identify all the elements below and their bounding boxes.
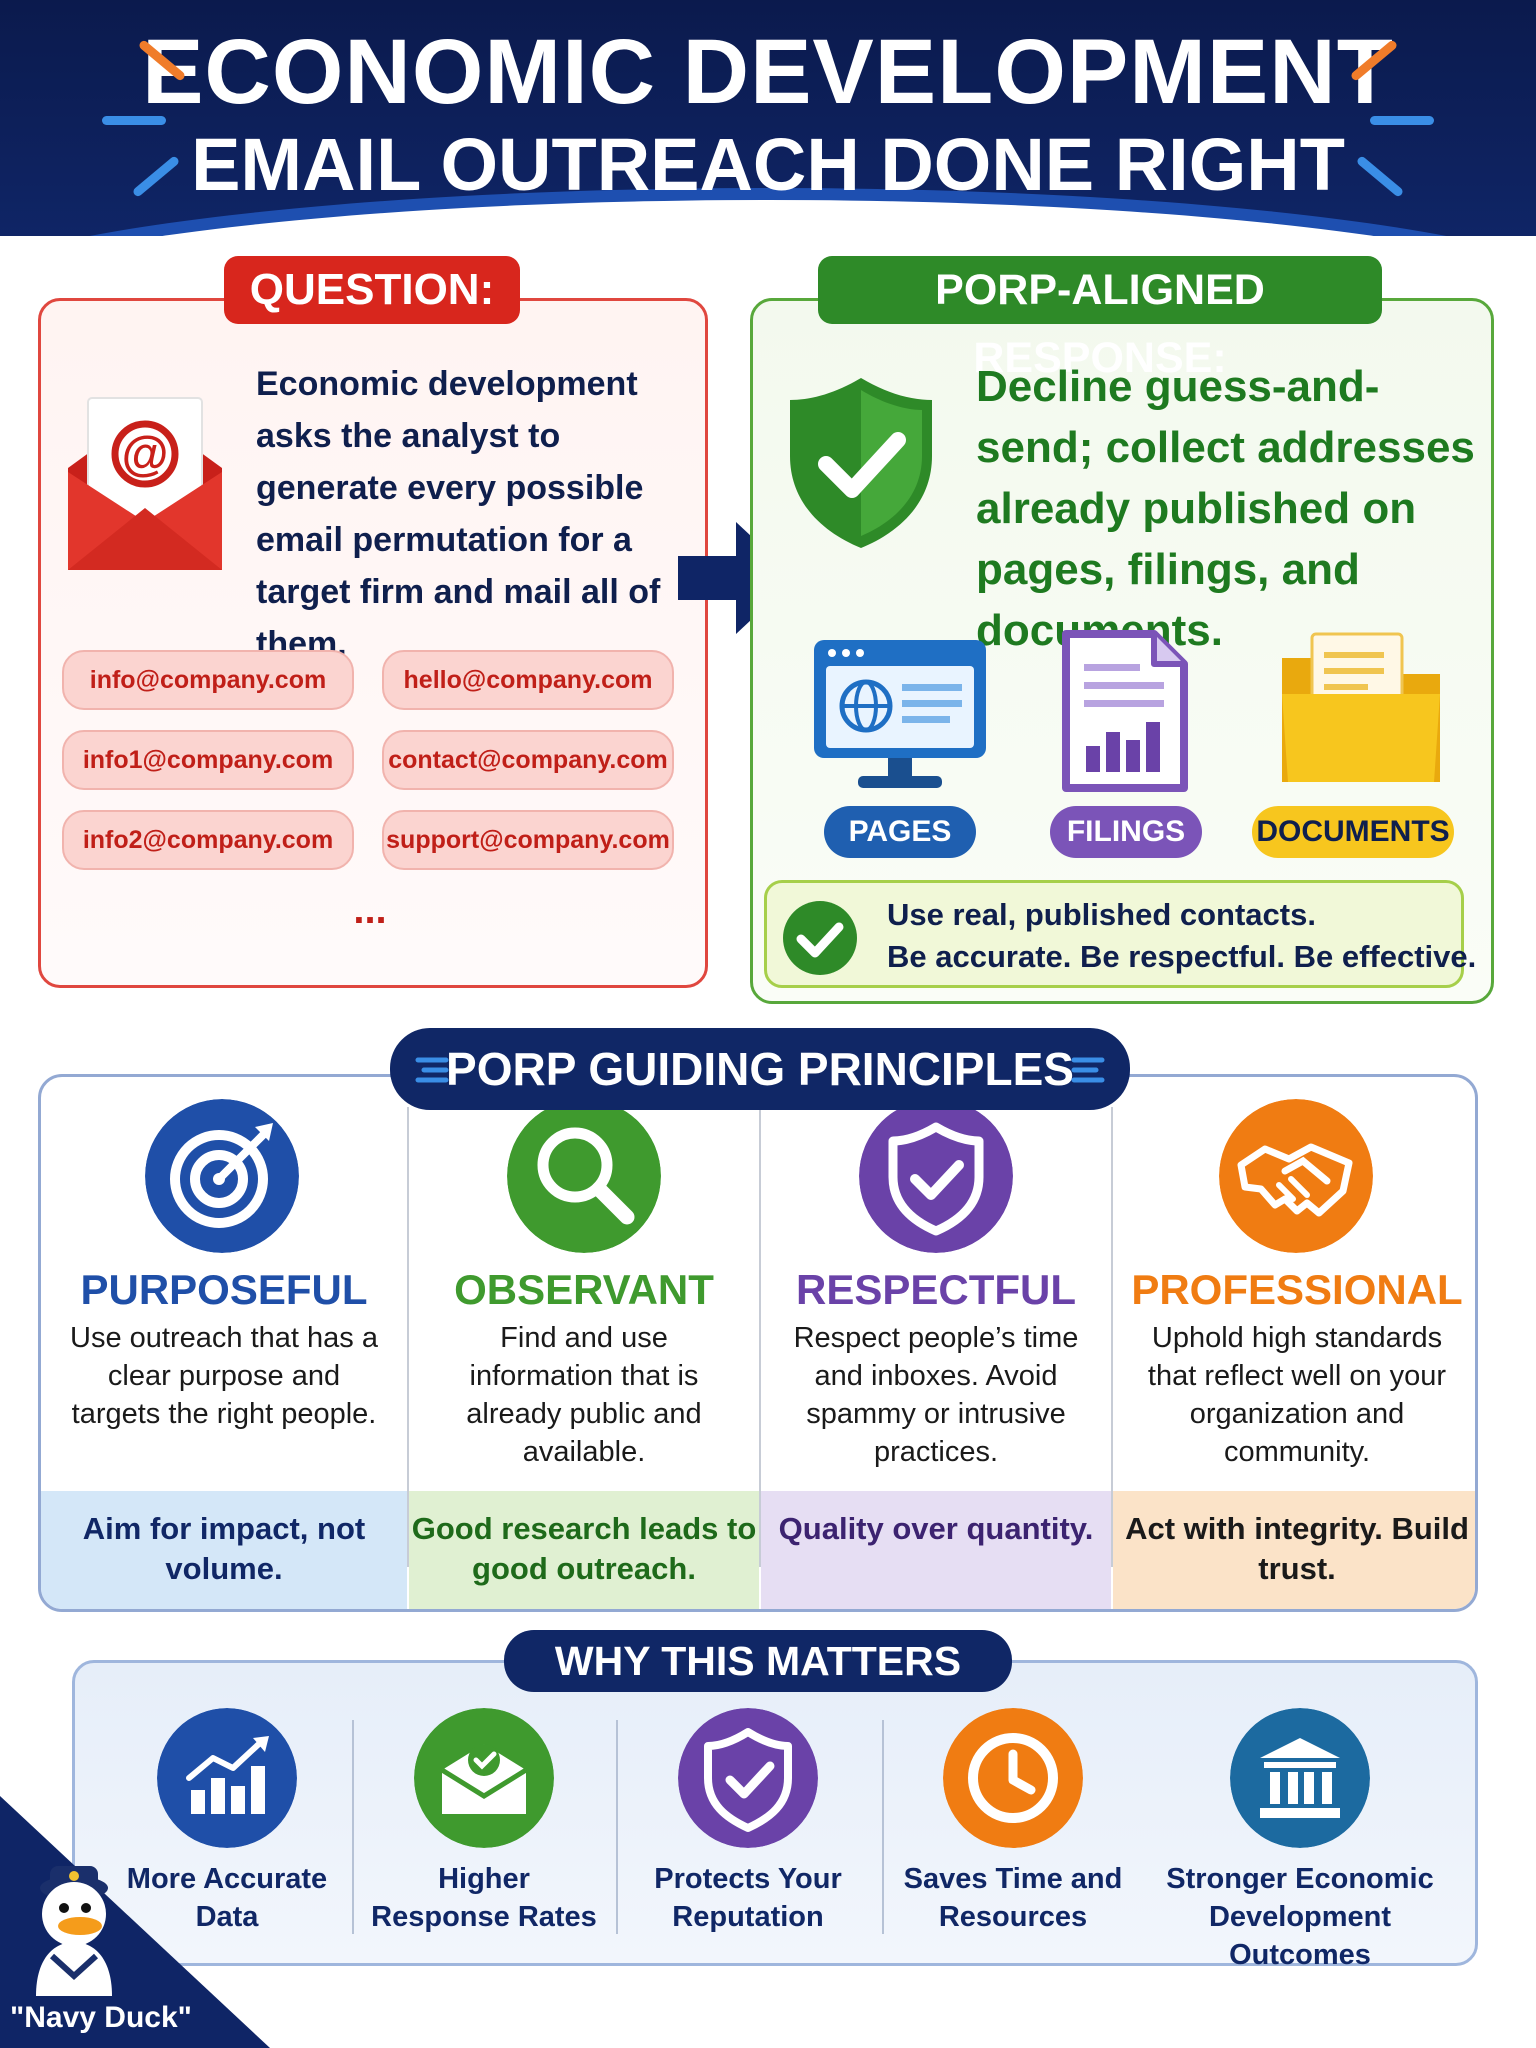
magnifier-icon bbox=[507, 1099, 661, 1253]
column-divider bbox=[1111, 1107, 1113, 1567]
shield-check-icon bbox=[678, 1708, 818, 1848]
header-banner: ECONOMIC DEVELOPMENT EMAIL OUTREACH DONE… bbox=[0, 0, 1536, 236]
principle-card-professional: PROFESSIONAL Uphold high standards that … bbox=[1113, 1077, 1475, 1609]
email-permutation-pill: hello@company.com bbox=[382, 650, 674, 710]
envelope-at-icon: @ bbox=[68, 397, 222, 570]
source-pill-documents: DOCUMENTS bbox=[1252, 806, 1454, 858]
principle-title: RESPECTFUL bbox=[795, 1266, 1076, 1313]
shield-check-icon bbox=[859, 1099, 1013, 1253]
spark-icon bbox=[1370, 116, 1434, 125]
page-title-line1: ECONOMIC DEVELOPMENT bbox=[142, 21, 1394, 123]
why-label: More Accurate Data bbox=[126, 1863, 328, 1933]
right-arrow-icon bbox=[678, 522, 796, 634]
principles-header: PORP GUIDING PRINCIPLES bbox=[390, 1028, 1130, 1110]
why-header: WHY THIS MATTERS bbox=[504, 1630, 1012, 1692]
principle-card-purposeful: PURPOSEFUL Use outreach that has a clear… bbox=[41, 1077, 407, 1609]
spark-icon bbox=[102, 116, 166, 125]
email-permutation-pill: contact@company.com bbox=[382, 730, 674, 790]
principle-desc: Respect people’s time and inboxes. Avoid… bbox=[793, 1322, 1079, 1468]
principle-desc: Use outreach that has a clear purpose an… bbox=[70, 1322, 378, 1430]
target-icon bbox=[145, 1099, 299, 1253]
svg-text:@: @ bbox=[122, 428, 169, 481]
folder-documents-icon bbox=[1282, 632, 1440, 782]
why-item-reputation: Protects Your Reputation bbox=[636, 1708, 860, 1948]
principle-foot: Good research leads to good outreach. bbox=[409, 1491, 759, 1609]
navy-duck-mascot-icon bbox=[0, 1796, 270, 2048]
source-pill-pages: PAGES bbox=[824, 806, 976, 858]
mail-check-icon bbox=[414, 1708, 554, 1848]
why-label: Protects Your Reputation bbox=[654, 1863, 842, 1933]
column-divider bbox=[616, 1720, 618, 1934]
email-permutation-pill: support@company.com bbox=[382, 810, 674, 870]
column-divider bbox=[352, 1720, 354, 1934]
response-label: PORP-ALIGNED RESPONSE: bbox=[818, 256, 1382, 382]
column-divider bbox=[407, 1107, 409, 1567]
principle-foot: Quality over quantity. bbox=[761, 1491, 1111, 1609]
check-circle-icon bbox=[783, 901, 857, 975]
clock-icon bbox=[943, 1708, 1083, 1848]
web-page-monitor-icon bbox=[814, 640, 986, 788]
column-divider bbox=[882, 1720, 884, 1934]
email-permutation-pill: info@company.com bbox=[62, 650, 354, 710]
chevron-left-icon bbox=[1071, 1057, 1105, 1083]
why-item-accurate-data: More Accurate Data bbox=[120, 1708, 334, 1948]
principle-title: PROFESSIONAL bbox=[1131, 1266, 1463, 1313]
more-emails-ellipsis: ... bbox=[353, 888, 387, 932]
why-label: Higher Response Rates bbox=[371, 1863, 597, 1933]
question-text: Economic development asks the analyst to… bbox=[256, 365, 661, 663]
email-permutation-pill: info2@company.com bbox=[62, 810, 354, 870]
email-permutation-pill: info1@company.com bbox=[62, 730, 354, 790]
handshake-icon bbox=[1219, 1099, 1373, 1253]
response-note-line1: Use real, published contacts. bbox=[887, 897, 1316, 932]
response-text: Decline guess-and-send; collect addresse… bbox=[976, 362, 1475, 655]
page-title-line2: EMAIL OUTREACH DONE RIGHT bbox=[191, 123, 1345, 206]
why-item-saves-time: Saves Time and Resources bbox=[900, 1708, 1126, 1948]
source-pill-filings: FILINGS bbox=[1050, 806, 1202, 858]
why-label: Stronger Economic Development Outcomes bbox=[1166, 1863, 1434, 1971]
principle-desc: Find and use information that is already… bbox=[466, 1322, 702, 1468]
response-note: Use real, published contacts. Be accurat… bbox=[764, 880, 1476, 988]
principle-card-respectful: RESPECTFUL Respect people’s time and inb… bbox=[761, 1077, 1111, 1609]
principles-header-label: PORP GUIDING PRINCIPLES bbox=[446, 1043, 1074, 1095]
principles-panel: PURPOSEFUL Use outreach that has a clear… bbox=[38, 1074, 1478, 1612]
chevron-right-icon bbox=[415, 1057, 449, 1083]
response-note-line2: Be accurate. Be respectful. Be effective… bbox=[887, 939, 1477, 974]
principle-card-observant: OBSERVANT Find and use information that … bbox=[409, 1077, 759, 1609]
why-label: Saves Time and Resources bbox=[903, 1863, 1123, 1933]
question-label: QUESTION: bbox=[224, 256, 520, 324]
navy-duck-label: "Navy Duck" bbox=[10, 2001, 192, 2034]
shield-check-icon bbox=[790, 378, 932, 548]
principle-foot: Aim for impact, not volume. bbox=[41, 1491, 407, 1609]
principle-foot: Act with integrity. Build trust. bbox=[1113, 1491, 1475, 1609]
growth-chart-icon bbox=[157, 1708, 297, 1848]
principle-desc: Uphold high standards that reflect well … bbox=[1147, 1322, 1447, 1468]
filing-document-chart-icon bbox=[1062, 630, 1188, 792]
why-item-economic-outcomes: Stronger Economic Development Outcomes bbox=[1148, 1708, 1452, 1971]
column-divider bbox=[759, 1107, 761, 1567]
principle-title: PURPOSEFUL bbox=[80, 1266, 368, 1313]
principle-title: OBSERVANT bbox=[454, 1266, 714, 1313]
institution-building-icon bbox=[1230, 1708, 1370, 1848]
why-item-response-rates: Higher Response Rates bbox=[370, 1708, 598, 1948]
